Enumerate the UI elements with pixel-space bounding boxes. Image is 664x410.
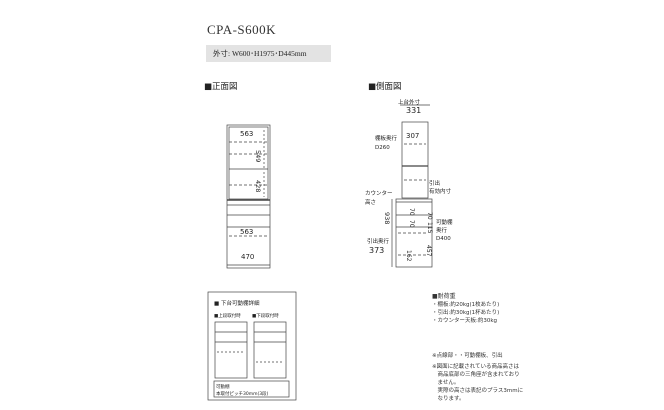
counter-height-label: カウンター	[365, 189, 393, 197]
dimension-label: 162	[405, 250, 412, 262]
dimension-label: 115	[426, 222, 433, 234]
drawing-line	[253, 321, 287, 379]
dimension-label: 高さ	[365, 198, 376, 206]
load-item: ・棚板:約20kg(1枚あたり)	[432, 302, 500, 308]
drawing-line	[213, 380, 290, 398]
side-top-outer-label: 上台外寸	[398, 98, 421, 106]
side-view-label: ■側面図	[368, 82, 402, 92]
dimension-label: ■下段取付時	[252, 312, 279, 319]
front-dim-width-top: 563	[240, 130, 253, 138]
load-item: ・引出:約30kg(1杯あたり)	[432, 310, 500, 316]
product-title: CPA-S600K	[207, 22, 277, 37]
front-view-label: ■正面図	[204, 82, 238, 92]
dimension-label: 可動棚	[216, 383, 230, 390]
drawer-inner-label: 引出	[429, 179, 440, 187]
dimension-label: 奥行	[436, 226, 448, 234]
load-capacity: ■耐荷重 ・棚板:約20kg(1枚あたり) ・引出:約30kg(1杯あたり) ・…	[432, 293, 500, 324]
dimension-label: 457	[425, 245, 432, 257]
drawer-depth-label: 引出奥行	[367, 237, 390, 245]
front-view-drawing	[226, 124, 271, 269]
drawing-line	[395, 198, 433, 268]
front-dim-upper: 549	[254, 150, 262, 162]
detail-title: ■ 下台可動棚詳細	[214, 299, 260, 307]
dimension-label: D400	[436, 236, 451, 242]
dimension-label: ■上段取付時	[214, 312, 241, 319]
dimension-label: 有効内寸	[429, 187, 452, 195]
front-dim-drawer: 470	[241, 253, 254, 261]
notes: ※点線部・・可動棚板、引出 ※図面に記載されている商品高さは 商品底部の三角座が…	[432, 353, 524, 402]
dimension-label: 本取付ピッチ30mm(3段)	[216, 390, 269, 397]
shelf-depth-label: 棚板奥行	[375, 134, 398, 142]
dimension-label: 70	[426, 212, 433, 220]
drawer-depth-value: 373	[369, 246, 384, 255]
load-item: ・カウンター天板:約30kg	[432, 318, 498, 324]
side-top-outer-value: 331	[406, 106, 421, 115]
side-inner-depth: 307	[406, 132, 419, 140]
drawing-line	[226, 124, 271, 269]
front-dim-lower: 428	[254, 180, 262, 192]
dimension-label: 70	[408, 208, 415, 216]
movable-shelf-label: 可動棚	[436, 218, 453, 226]
side-view-drawing	[391, 104, 433, 268]
drawing-line	[401, 121, 429, 199]
outer-dimensions: 外寸: W600･H1975･D445mm	[206, 45, 331, 62]
shelf-depth-value: D260	[375, 145, 390, 151]
drawing-line	[214, 321, 248, 379]
drawing-line	[228, 126, 269, 200]
detail-box	[207, 291, 297, 401]
front-dim-width-bottom: 563	[240, 228, 253, 236]
counter-height-value: 938	[383, 212, 391, 224]
dimension-label: 70	[408, 220, 415, 228]
